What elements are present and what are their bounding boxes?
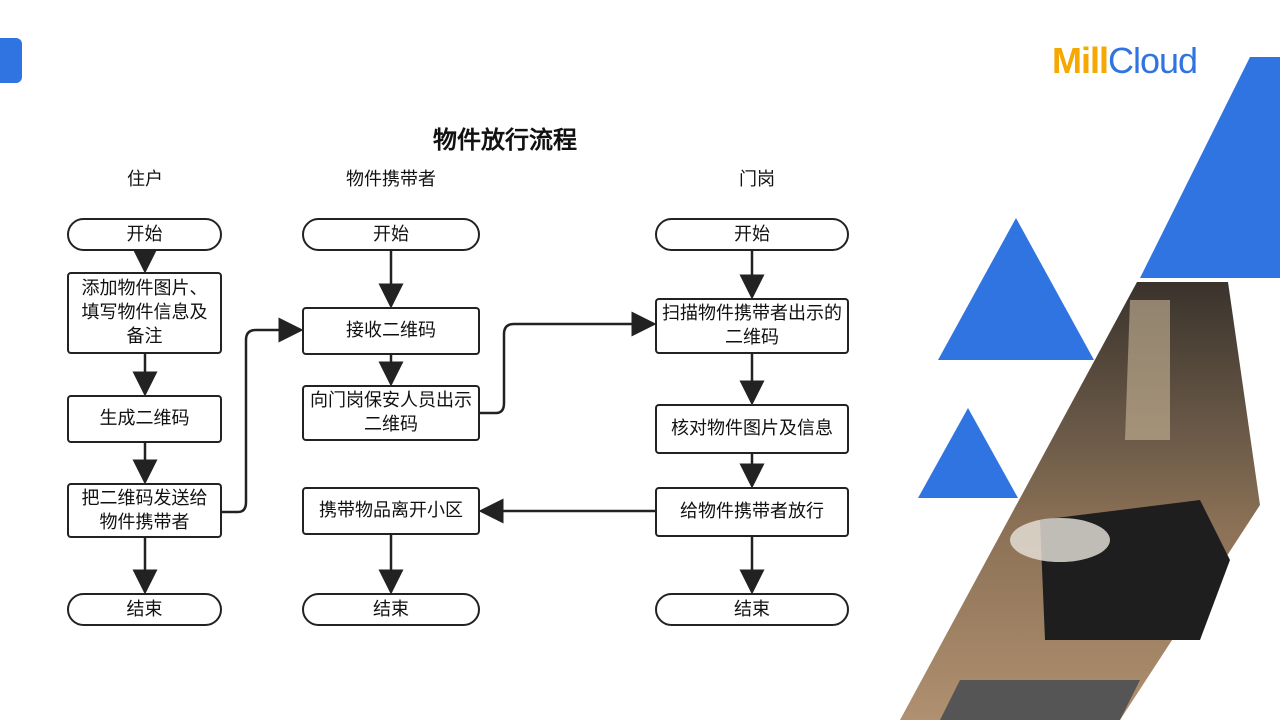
triangle-medium bbox=[938, 218, 1094, 360]
lane-header-resident: 住户 bbox=[127, 169, 163, 190]
page-title: 物件放行流程 bbox=[433, 126, 577, 154]
guard-step-release: 给物件携带者放行 bbox=[655, 487, 849, 537]
lane-header-carrier: 物件携带者 bbox=[346, 169, 436, 190]
millcloud-logo: MillCloud bbox=[1052, 40, 1198, 81]
resident-start: 开始 bbox=[67, 218, 222, 251]
triangle-small bbox=[918, 408, 1018, 498]
resident-step-add-info: 添加物件图片、填写物件信息及备注 bbox=[67, 272, 222, 354]
lane-header-guard: 门岗 bbox=[739, 169, 775, 190]
carrier-step-receive-qr: 接收二维码 bbox=[302, 307, 480, 355]
carrier-step-leave: 携带物品离开小区 bbox=[302, 487, 480, 535]
resident-step-generate-qr: 生成二维码 bbox=[67, 395, 222, 443]
carrier-end: 结束 bbox=[302, 593, 480, 626]
triangle-large bbox=[1140, 57, 1280, 278]
resident-step-send-qr: 把二维码发送给物件携带者 bbox=[67, 483, 222, 538]
carrier-step-show-qr: 向门岗保安人员出示二维码 bbox=[302, 385, 480, 441]
guard-start: 开始 bbox=[655, 218, 849, 251]
carrier-start: 开始 bbox=[302, 218, 480, 251]
interior-photo bbox=[900, 282, 1260, 720]
resident-end: 结束 bbox=[67, 593, 222, 626]
guard-step-verify: 核对物件图片及信息 bbox=[655, 404, 849, 454]
guard-end: 结束 bbox=[655, 593, 849, 626]
guard-step-scan-qr: 扫描物件携带者出示的二维码 bbox=[655, 298, 849, 354]
slide-tab-marker bbox=[0, 38, 22, 83]
